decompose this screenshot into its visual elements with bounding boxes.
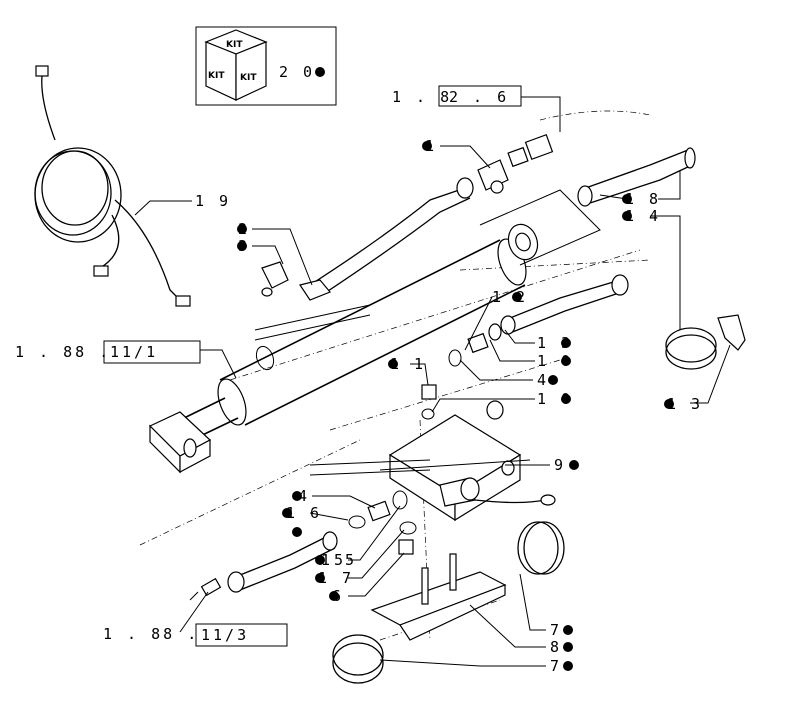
- kit-reference-box: KIT KIT KIT 2 0: [195, 26, 337, 106]
- mounting-plate: [370, 553, 507, 641]
- section-slats: [254, 304, 531, 476]
- ref-1-88-11-1[interactable]: 1 . 88 . 11/1: [15, 340, 237, 379]
- callout-13-mid: 1 3: [537, 334, 573, 352]
- callout-7-b-dot: [563, 661, 573, 671]
- callout-2-dot: [237, 224, 247, 234]
- harness-connector-left: [93, 265, 109, 277]
- callout-10-a-dot: [561, 356, 571, 366]
- callout-7-a: 7: [550, 621, 562, 639]
- callout-4-mid-dot: [548, 375, 558, 385]
- ref-1-82-6-box-text: 2 . 6: [449, 88, 509, 106]
- hose-clamps: [332, 314, 746, 684]
- callout-13-right: 1 3: [667, 395, 703, 413]
- callout-5: 5: [334, 551, 346, 569]
- callout-19: 1 9: [195, 192, 231, 210]
- callout-2: 2: [238, 220, 250, 238]
- ref-1-88-11-1-box-text: 11/1: [110, 343, 158, 361]
- callout-14-dot: [622, 211, 632, 221]
- callout-9: 9: [554, 456, 566, 474]
- hydraulic-cylinder: [148, 189, 601, 474]
- callout-17-dot: [315, 573, 325, 583]
- harness-connector-right: [175, 295, 191, 307]
- sensor-connector: [189, 577, 222, 601]
- callouts: 1 9 1 2 3 1 8 1 4 1 3 1 2 1 3: [134, 137, 731, 675]
- callout-9-dot: [569, 460, 579, 470]
- callout-4-left: 4: [298, 487, 310, 505]
- callout-13-mid-dot: [561, 338, 571, 348]
- electrical-harness: [34, 65, 191, 307]
- callout-10-a: 1 0: [537, 352, 573, 370]
- callout-11-dot: [388, 359, 398, 369]
- callout-18: 1 8: [625, 190, 661, 208]
- construction-lines: [139, 110, 651, 641]
- callout-1: 1: [425, 137, 437, 155]
- ref-1-88-11-3-prefix: 1 . 88 .: [103, 625, 199, 643]
- callout-3: 3: [238, 237, 250, 255]
- callout-7-b: 7: [550, 657, 562, 675]
- harness-connector-top: [35, 65, 49, 77]
- callout-6: 6: [332, 587, 344, 605]
- callout-4-mid: 4: [537, 371, 549, 389]
- callout-6-left-dot: [292, 527, 302, 537]
- upper-hoses: [227, 147, 696, 593]
- ref-1-82-6-prefix: 1 . 8: [392, 88, 452, 106]
- kit-text-right: KIT: [240, 73, 257, 83]
- callout-6-dot: [329, 591, 339, 601]
- callout-12-dot: [512, 292, 522, 302]
- callout-14: 1 4: [625, 207, 661, 225]
- callout-3-dot: [237, 241, 247, 251]
- ref-1-88-11-3-box-text: 11/3: [201, 626, 249, 644]
- callout-13-right-dot: [664, 399, 674, 409]
- kit-cube-icon: KIT KIT KIT: [204, 29, 268, 101]
- kit-ref-dot: [315, 67, 325, 77]
- callout-10-b-dot: [561, 394, 571, 404]
- fittings: [189, 134, 554, 601]
- callout-12: 1 2: [492, 288, 528, 306]
- ref-1-88-11-1-prefix: 1 . 88 .: [15, 343, 111, 361]
- callout-7-a-dot: [563, 625, 573, 635]
- callout-4-left-dot: [292, 491, 302, 501]
- ref-1-88-11-3[interactable]: 1 . 88 . 11/3: [103, 591, 288, 647]
- callout-15: 1 5: [321, 551, 357, 569]
- callout-8-dot: [563, 642, 573, 652]
- exploded-view-drawing: [34, 65, 746, 684]
- callout-1-dot: [422, 141, 432, 151]
- callout-15-dot: [315, 555, 325, 565]
- callout-10-b: 1 0: [537, 390, 573, 408]
- kit-text-top: KIT: [226, 40, 243, 50]
- kit-ref-number: 2 0: [279, 63, 315, 81]
- ref-1-82-6[interactable]: 1 . 8 2 . 6: [392, 85, 561, 132]
- callout-16: 1 6: [286, 504, 322, 522]
- callout-11: 1 1: [390, 355, 426, 373]
- kit-text-left: KIT: [208, 71, 225, 81]
- callout-16-dot: [282, 508, 292, 518]
- callout-17: 1 7: [318, 569, 354, 587]
- callout-8: 8: [550, 638, 562, 656]
